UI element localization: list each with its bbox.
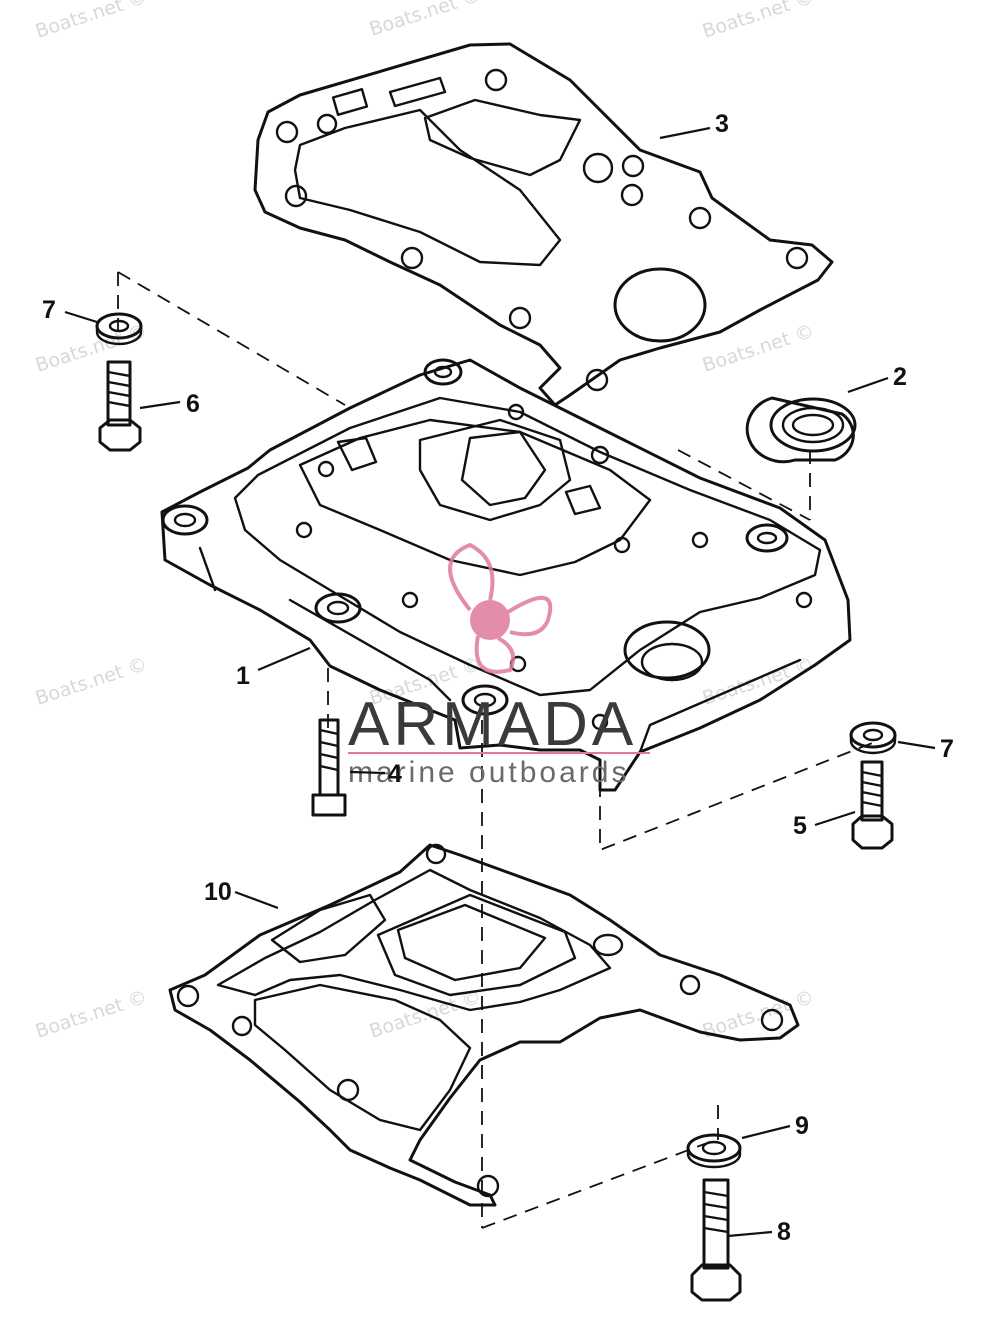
- washer-part-9: [686, 1133, 742, 1169]
- callout-3: 3: [715, 110, 729, 138]
- callout-4: 4: [388, 760, 402, 788]
- washer-part-7-left: [95, 312, 143, 346]
- watermark-text: Boats.net ©: [367, 0, 484, 41]
- callout-labels: 3 2 7 6 1 4 7 5 10 9 8: [42, 110, 954, 1246]
- main-plate-part-1: [160, 358, 852, 792]
- bolt-part-8: [690, 1178, 742, 1302]
- watermark-text: Boats.net ©: [33, 986, 150, 1043]
- propeller-logo: [448, 542, 553, 674]
- brand-name: ARMADA: [348, 690, 637, 759]
- callout-10: 10: [204, 878, 232, 906]
- bolt-part-5: [851, 760, 894, 850]
- watermark-text: Boats.net ©: [33, 320, 150, 377]
- watermark-layer: Boats.net © Boats.net © Boats.net © Boat…: [33, 0, 817, 1043]
- seal-part-2: [745, 396, 857, 464]
- lower-gasket-part-10: [168, 843, 800, 1207]
- callout-7-left: 7: [42, 296, 56, 324]
- callout-2: 2: [893, 363, 907, 391]
- watermark-text: Boats.net ©: [33, 0, 150, 43]
- callout-8: 8: [777, 1218, 791, 1246]
- brand-tagline: marine outboards: [348, 756, 629, 789]
- callout-1: 1: [236, 662, 250, 690]
- brand-watermark: ARMADA marine outboards: [348, 542, 650, 789]
- callout-5: 5: [793, 812, 807, 840]
- washer-part-7-right: [849, 721, 897, 755]
- watermark-text: Boats.net ©: [700, 0, 817, 43]
- callout-6: 6: [186, 390, 200, 418]
- callout-7-right: 7: [940, 735, 954, 763]
- watermark-text: Boats.net ©: [33, 653, 150, 710]
- callout-9: 9: [795, 1112, 809, 1140]
- upper-gasket-part-3: [253, 42, 834, 407]
- leader-lines: [64, 126, 936, 1238]
- watermark-text: Boats.net ©: [700, 320, 817, 377]
- bolt-part-6: [98, 360, 142, 452]
- bolt-part-4: [311, 718, 347, 817]
